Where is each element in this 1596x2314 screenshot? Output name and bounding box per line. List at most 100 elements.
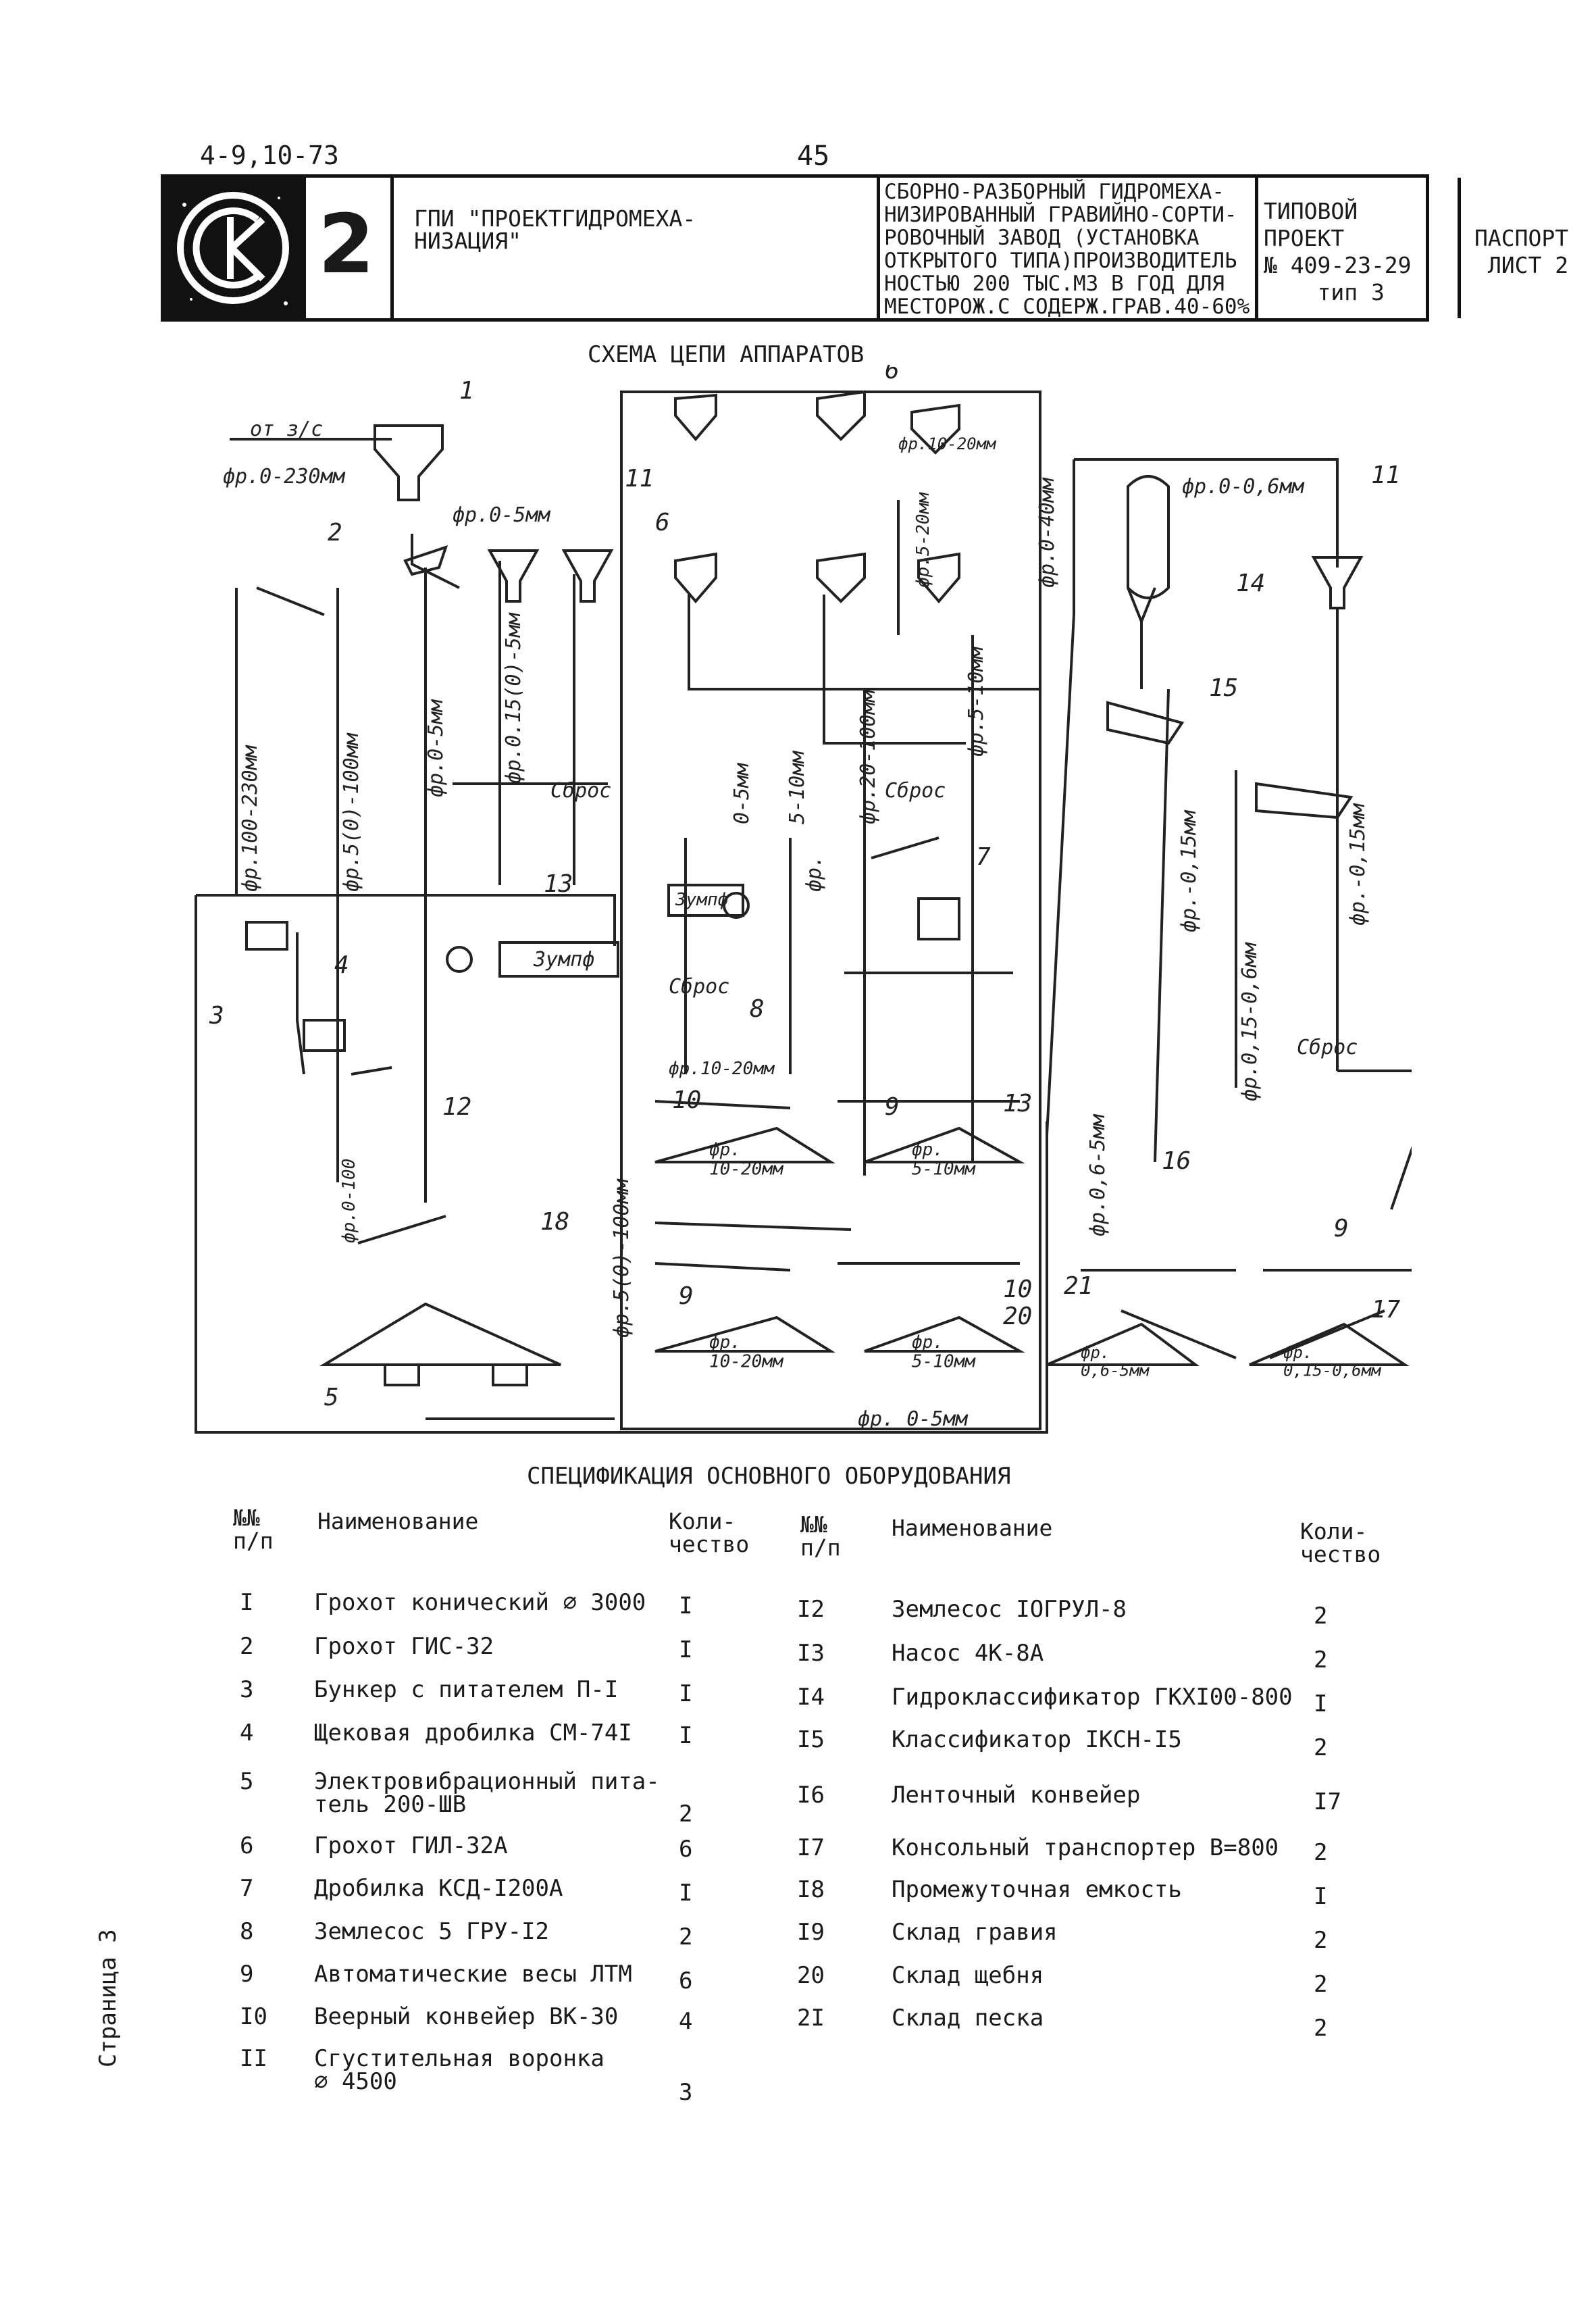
label-fr-0-230: фр.0-230мм bbox=[223, 465, 346, 488]
spec-left-row-number: 6 bbox=[240, 1832, 254, 1859]
label-zumpf-2: Зумпф bbox=[533, 948, 594, 972]
label-fr-0-40: фр.0-40мм bbox=[1035, 478, 1059, 588]
title-block: СК 2 ГПИ "ПРОЕКТГИДРОМЕХА- НИЗАЦИЯ" СБОР… bbox=[161, 174, 1568, 322]
spec-left-row-qty: I bbox=[679, 1592, 693, 1619]
num-7: 7 bbox=[976, 843, 991, 871]
document-code: 4-9,10-73 bbox=[200, 141, 339, 170]
spec-right-row-number: I7 bbox=[797, 1834, 825, 1861]
col-qty-header-left: Коли- чество bbox=[669, 1508, 750, 1557]
pile-label-10-20-b: фр.10-20мм bbox=[709, 1332, 784, 1372]
spec-left-row-name: Грохот ГИС-32 bbox=[314, 1633, 494, 1660]
spec-right-row-number: I8 bbox=[797, 1876, 825, 1903]
spec-right-row-name: Насос 4К-8А bbox=[892, 1640, 1044, 1667]
spec-right-row-name: Ленточный конвейер bbox=[892, 1782, 1141, 1809]
ck-logo-icon bbox=[177, 192, 289, 305]
label-sbros-4: Сброс bbox=[669, 975, 729, 999]
num-11-b: 11 bbox=[1371, 461, 1400, 489]
spec-left-row-qty: I bbox=[679, 1636, 693, 1663]
col-num-header-right: №№ п/п bbox=[800, 1511, 841, 1561]
label-fr-06-5: фр.0,6-5мм bbox=[1086, 1113, 1110, 1236]
label-fr-10-20-mid: фр.10-20мм bbox=[669, 1059, 775, 1079]
spec-left-row-qty: I bbox=[679, 1722, 693, 1749]
label-sbros-2: Сброс bbox=[885, 779, 946, 803]
logo: СК bbox=[164, 178, 306, 318]
spec-right-row-name: Склад щебня bbox=[892, 1962, 1044, 1989]
spec-right-row-qty: 2 bbox=[1314, 1603, 1328, 1630]
title-cell: СБОРНО-РАЗБОРНЫЙ ГИДРОМЕХА- НИЗИРОВАННЫЙ… bbox=[880, 178, 1258, 318]
spec-left-row-qty: 6 bbox=[679, 1967, 693, 1994]
col-num-header-left: №№ п/п bbox=[233, 1505, 274, 1554]
label-fr-10-20-top: фр.10-20мм bbox=[898, 434, 997, 453]
label-fr-0-015: фр.-0,15мм bbox=[1177, 809, 1201, 932]
num-13-a: 13 bbox=[1003, 1090, 1032, 1117]
spec-left-row-number: 4 bbox=[240, 1719, 254, 1746]
spec-right-row-name: Землесос IОГРУЛ-8 bbox=[892, 1596, 1127, 1623]
spec-right-row-qty: I bbox=[1314, 1690, 1328, 1717]
label-fr-5-a: фр. bbox=[802, 855, 826, 892]
spec-left-row-name: Электровибрационный пита- тель 200-ШВ bbox=[314, 1768, 660, 1818]
label-fr-0-5-b: фр.0-5мм bbox=[424, 699, 448, 797]
spec-left-row-name: Землесос 5 ГРУ-I2 bbox=[314, 1918, 549, 1945]
spec-left-row-number: I bbox=[240, 1589, 254, 1616]
num-3: 3 bbox=[209, 1002, 224, 1030]
page-number: 45 bbox=[797, 141, 830, 172]
spec-left-row-number: 3 bbox=[240, 1676, 254, 1703]
label-fr-0-015-b: фр.-0,15мм bbox=[1346, 803, 1370, 926]
num-14: 14 bbox=[1236, 570, 1265, 597]
label-sbros-1: Сброс bbox=[550, 779, 611, 803]
equipment-symbols bbox=[245, 390, 1412, 1420]
num-2: 2 bbox=[328, 519, 342, 547]
num-9-c: 9 bbox=[1334, 1215, 1349, 1242]
process-flow-diagram: от з/с фр.0-230мм фр.0-5мм фр.0-0,6мм фр… bbox=[195, 365, 1412, 1434]
spec-right-row-number: I9 bbox=[797, 1919, 825, 1946]
sheet-number: 2 bbox=[318, 198, 375, 292]
num-15: 15 bbox=[1209, 674, 1238, 702]
label-fr-5-100-b: фр.5(0)-100мм bbox=[610, 1178, 634, 1338]
num-13-b: 13 bbox=[544, 870, 573, 898]
spec-left-row-number: II bbox=[240, 2045, 267, 2072]
spec-left-row-number: 2 bbox=[240, 1633, 254, 1660]
spec-left-row-qty: 3 bbox=[679, 2079, 693, 2106]
spec-right-row-qty: 2 bbox=[1314, 2015, 1328, 2042]
spec-right-row-name: Промежуточная емкость bbox=[892, 1876, 1182, 1903]
num-1: 1 bbox=[459, 377, 474, 405]
spec-left-row-number: 5 bbox=[240, 1768, 254, 1795]
label-fr-100-230: фр.100-230мм bbox=[238, 745, 262, 892]
label-fr-015-5: фр.0.15(0)-5мм bbox=[502, 612, 525, 784]
spec-right-row-qty: 2 bbox=[1314, 1839, 1328, 1866]
spec-right-row-qty: 2 bbox=[1314, 1927, 1328, 1954]
spec-left-row-name: Бункер с питателем П-I bbox=[314, 1676, 619, 1703]
num-4: 4 bbox=[334, 951, 349, 979]
spec-left-row-number: 7 bbox=[240, 1875, 254, 1902]
spec-left-row-name: Автоматические весы ЛТМ bbox=[314, 1961, 632, 1988]
label-fr-5-10-a: 5-10мм bbox=[786, 751, 809, 824]
project-title: СБОРНО-РАЗБОРНЫЙ ГИДРОМЕХА- НИЗИРОВАННЫЙ… bbox=[884, 180, 1250, 319]
schema-title: СХЕМА ЦЕПИ АППАРАТОВ bbox=[588, 341, 865, 368]
num-8: 8 bbox=[750, 995, 765, 1023]
spec-left-row-qty: 6 bbox=[679, 1836, 693, 1863]
side-page-note: Страница 3 bbox=[95, 1929, 122, 2067]
col-name-header-right: Наименование bbox=[892, 1515, 1053, 1541]
pile-label-10-20-a: фр.10-20мм bbox=[709, 1140, 784, 1180]
label-fr-0-5-a: фр.0-5мм bbox=[453, 503, 550, 527]
num-10-b: 10 bbox=[1003, 1276, 1032, 1303]
spec-left-row-name: Веерный конвейер ВК-30 bbox=[314, 2003, 619, 2030]
spec-right-row-number: I5 bbox=[797, 1726, 825, 1753]
label-fr-20-100: фр.20-100мм bbox=[856, 689, 880, 824]
num-17: 17 bbox=[1371, 1296, 1401, 1324]
spec-right-row-number: I3 bbox=[797, 1640, 825, 1667]
col-qty-header-right: Коли- чество bbox=[1300, 1518, 1381, 1567]
spec-right-row-name: Консольный транспортер В=800 bbox=[892, 1834, 1279, 1861]
label-fr-0-100: фр.0-100 bbox=[339, 1159, 359, 1243]
spec-right-row-name: Гидроклассификатор ГКХI00-800 bbox=[892, 1684, 1293, 1711]
spec-right-row-name: Классификатор IКСН-I5 bbox=[892, 1726, 1182, 1753]
organization-cell: ГПИ "ПРОЕКТГИДРОМЕХА- НИЗАЦИЯ" bbox=[394, 178, 880, 318]
spec-right-row-qty: 2 bbox=[1314, 1971, 1328, 1998]
spec-right-row-qty: 2 bbox=[1314, 1734, 1328, 1761]
num-5: 5 bbox=[324, 1384, 339, 1411]
project-number: ТИПОВОЙ ПРОЕКТ № 409-23-29 тип 3 bbox=[1264, 198, 1412, 305]
label-fr-5-20: фр.5-20мм bbox=[913, 492, 933, 588]
pile-label-015-06: фр.0,15-0,6мм bbox=[1283, 1343, 1382, 1380]
spec-right-row-qty: I bbox=[1314, 1883, 1328, 1910]
spec-right-row-number: I2 bbox=[797, 1596, 825, 1623]
